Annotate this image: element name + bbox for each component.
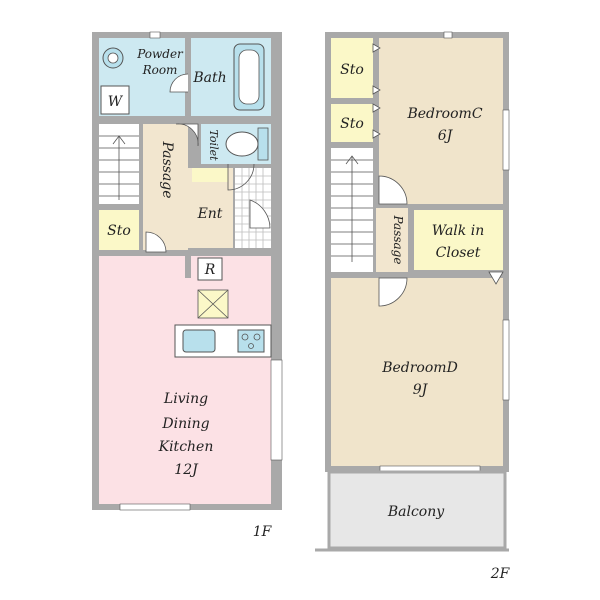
entrance-label: Ent [197,206,223,222]
2f-window-bedroomc [502,109,510,171]
2f-window-bedroomd-side [502,319,510,401]
floor-2f: Sto Sto BedroomC 6J Passage Walk in Clos… [315,31,511,582]
kitchen-sink-icon [182,329,216,353]
bath-label: Bath [192,70,226,86]
washer-label: W [108,94,124,110]
bedroom-c-label-1: BedroomC [406,106,482,122]
bathtub-inner [238,49,260,105]
ldk-room [99,256,271,504]
walk-in-closet-label-2: Closet [436,245,481,261]
2f-window-top [443,31,453,39]
1f-storage-label: Sto [107,223,131,239]
refrigerator-label: R [204,262,216,278]
floor-2f-label: 2F [490,566,511,582]
2f-passage [376,208,408,272]
2f-storage-upper-label: Sto [340,62,364,78]
2f-storage-door-marks [372,43,381,139]
1f-partition [139,250,189,256]
1f-window-bottom [119,503,191,511]
sink-drain [107,52,119,64]
walk-in-closet [414,210,503,270]
toilet-tank [257,127,269,161]
powder-room-label-1: Powder [136,47,184,61]
stove-icon [237,329,265,353]
floor-1f-label: 1F [253,524,273,540]
powder-room-label-2: Room [142,63,178,77]
2f-passage-label: Passage [391,215,405,265]
1f-wall-post [185,250,191,278]
1f-window-right [270,359,283,461]
1f-window-top [149,31,161,39]
toilet-icon [225,131,259,157]
refrigerator-icon [197,257,223,281]
bedroom-c-label-2: 6J [438,128,454,144]
balcony [327,470,507,550]
2f-doors [378,175,504,307]
1f-doors [145,73,271,253]
1f-stair-steps [99,135,139,200]
bedroom-c [379,38,503,204]
1f-storage [99,210,139,250]
2f-storage-lower [331,104,373,142]
bedroom-d-label-2: 9J [413,382,429,398]
2f-storage-lower-label: Sto [340,116,364,132]
1f-passage-label: Passage [159,140,175,198]
ldk-label-2: Dining [161,416,209,432]
ldk-label-4: 12J [174,462,199,478]
walk-in-closet-label-1: Walk in [432,223,484,239]
2f-storage-upper [331,38,373,98]
floor-1f: Powder Room Bath W Toilet Passage Sto En… [92,31,283,540]
2f-stair-steps [331,155,373,262]
ldk-label-1: Living [163,391,208,407]
balcony-label: Balcony [387,504,445,520]
bedroom-d [331,278,503,466]
washer-icon [100,85,130,115]
ldk-label-3: Kitchen [158,439,214,455]
shoe-shelf [192,168,228,182]
toilet-label: Toilet [207,129,220,161]
bedroom-d-label-1: BedroomD [381,360,458,376]
